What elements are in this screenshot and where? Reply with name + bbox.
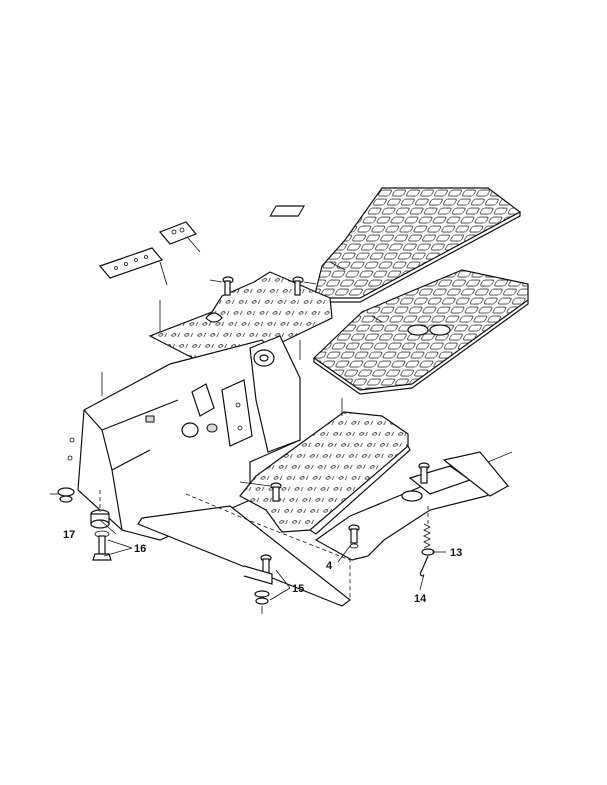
right-plate-bolt — [418, 462, 430, 484]
part-16-bolt — [92, 530, 112, 561]
callout-13: 13 — [450, 547, 462, 559]
callout-14: 14 — [414, 593, 427, 605]
left-nut-washer — [50, 487, 75, 503]
upper-floor-plate — [148, 271, 333, 373]
upper-plate-bolt-right — [292, 276, 317, 296]
upper-plate-bolt-left — [209, 276, 234, 296]
small-plate-square — [159, 221, 201, 253]
callout-17: 17 — [63, 529, 75, 541]
right-bracket-plate — [314, 451, 513, 561]
part-15-washer-nut — [254, 590, 270, 614]
callout-4: 4 — [326, 560, 333, 572]
small-plate-bar — [98, 247, 168, 286]
part-4-bolt — [348, 524, 360, 549]
part-13-spring — [421, 523, 435, 556]
lower-plate-bolt — [239, 481, 282, 502]
lower-floor-plate — [239, 411, 411, 535]
part-14-pin — [419, 555, 429, 577]
upper-grating-panel — [269, 187, 522, 303]
callout-16: 16 — [134, 543, 146, 555]
callout-15: 15 — [292, 583, 304, 595]
lower-grating-panel — [313, 269, 529, 395]
